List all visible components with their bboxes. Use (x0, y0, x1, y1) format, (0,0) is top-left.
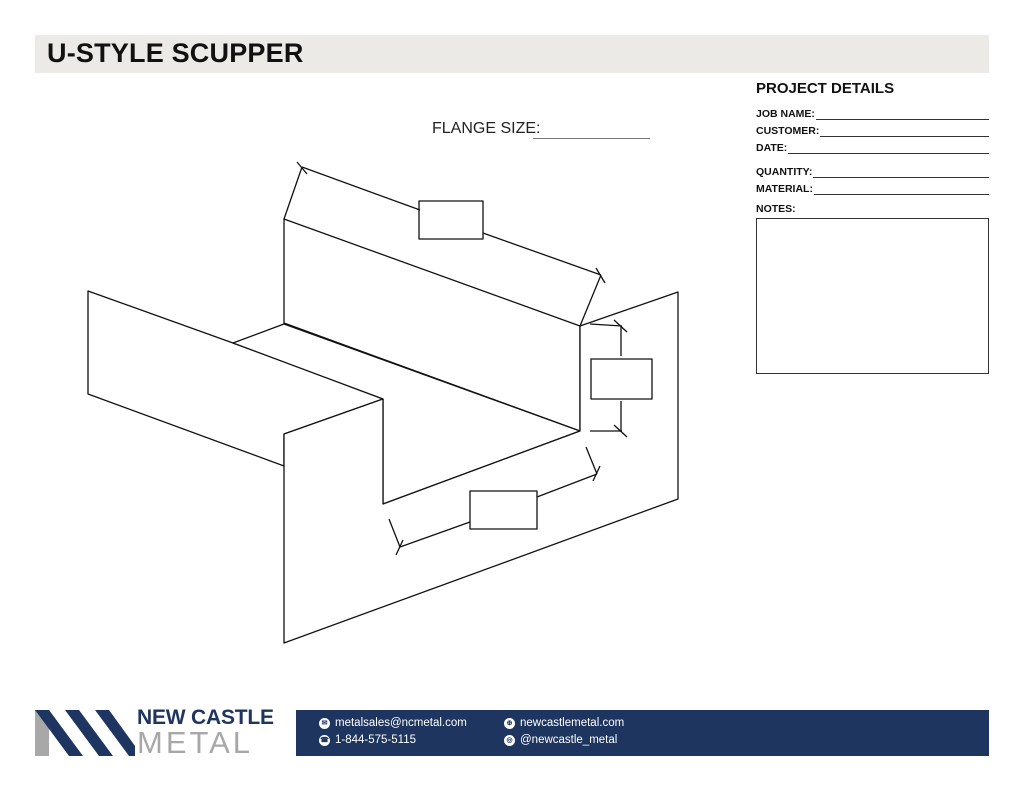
email-text: metalsales@ncmetal.com (335, 717, 467, 729)
contact-bar: ✉ metalsales@ncmetal.com ☎ 1-844-575-511… (296, 710, 989, 756)
date-label: DATE: (756, 142, 788, 154)
notes-box[interactable] (756, 218, 989, 374)
logo-mark-icon (35, 710, 135, 756)
contact-phone[interactable]: ☎ 1-844-575-5115 (319, 734, 416, 746)
instagram-icon: ◎ (504, 734, 515, 746)
top-dimension-box (418, 200, 484, 240)
material-line[interactable] (813, 184, 989, 195)
date-field: DATE: (756, 137, 989, 154)
quantity-label: QUANTITY: (756, 166, 813, 178)
date-line[interactable] (788, 143, 989, 154)
customer-line[interactable] (820, 126, 989, 137)
project-details-heading: PROJECT DETAILS (756, 80, 895, 97)
email-icon: ✉ (319, 717, 330, 729)
material-field: MATERIAL: (756, 178, 989, 195)
quantity-line[interactable] (813, 167, 989, 178)
phone-text: 1-844-575-5115 (335, 734, 416, 746)
job-name-line[interactable] (815, 109, 989, 120)
bottom-dimension (388, 446, 601, 556)
notes-label: NOTES: (756, 203, 796, 215)
page-title: U-STYLE SCUPPER (47, 38, 304, 68)
top-dimension (283, 161, 606, 327)
logo-text-metal: METAL (137, 725, 254, 760)
scupper-drawing: FLANGE SIZE: (87, 120, 679, 644)
material-label: MATERIAL: (756, 183, 813, 195)
social-text: @newcastle_metal (520, 734, 618, 746)
logo-text-new-castle: NEW CASTLE (137, 706, 274, 729)
company-logo: NEW CASTLE METAL (35, 706, 280, 760)
globe-icon: ⊕ (504, 717, 515, 729)
quantity-field: QUANTITY: (756, 161, 989, 178)
job-name-label: JOB NAME: (756, 108, 815, 120)
flange-size-field: FLANGE SIZE: (432, 120, 662, 142)
job-name-field: JOB NAME: (756, 103, 989, 120)
phone-icon: ☎ (319, 734, 330, 746)
side-dimension-box (590, 358, 653, 400)
bottom-dimension-box (469, 490, 538, 530)
customer-label: CUSTOMER: (756, 125, 820, 137)
contact-website[interactable]: ⊕ newcastlemetal.com (504, 717, 624, 729)
project-details-panel: PROJECT DETAILS JOB NAME: CUSTOMER: DATE… (756, 80, 989, 374)
flange-size-label: FLANGE SIZE: (432, 120, 541, 137)
customer-field: CUSTOMER: (756, 120, 989, 137)
title-bar: U-STYLE SCUPPER (35, 35, 989, 73)
scupper-isometric-svg (87, 161, 679, 644)
side-dimension (589, 319, 653, 438)
flange-size-line[interactable] (533, 138, 650, 139)
website-text: newcastlemetal.com (520, 717, 625, 729)
contact-email[interactable]: ✉ metalsales@ncmetal.com (319, 717, 467, 729)
contact-social[interactable]: ◎ @newcastle_metal (504, 734, 617, 746)
